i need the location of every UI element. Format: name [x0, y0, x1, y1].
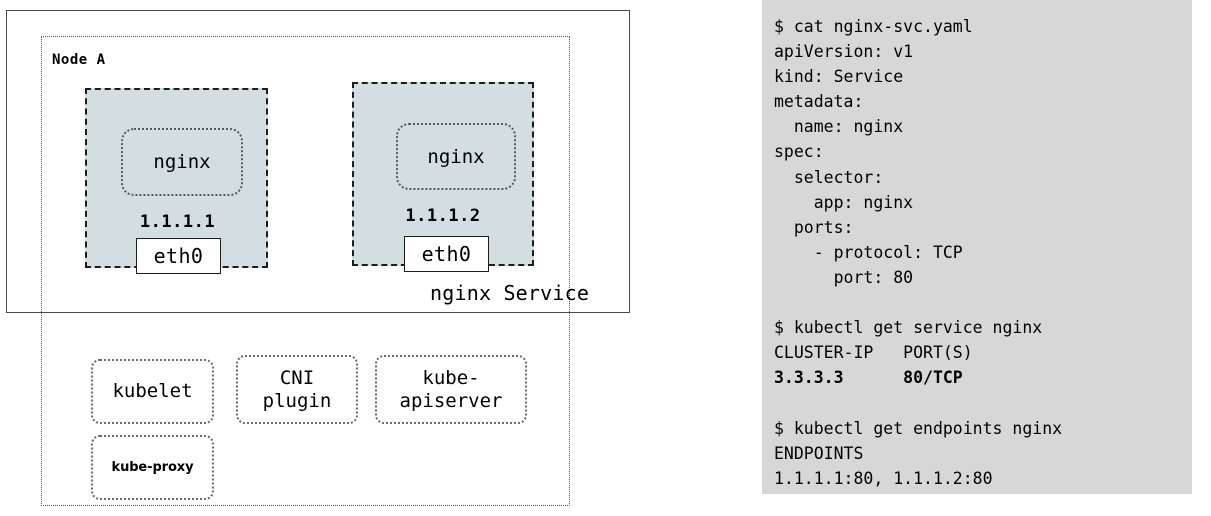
node-boundary: [41, 36, 570, 506]
terminal-line: spec:: [774, 142, 824, 162]
pod-a-container: nginx: [121, 128, 243, 196]
terminal-line: selector:: [774, 167, 884, 187]
pod-a: nginx 1.1.1.1 eth0: [85, 88, 268, 274]
pod-b-eth0-label: eth0: [421, 242, 472, 266]
component-cni-plugin-label: CNI plugin: [262, 367, 332, 412]
terminal-line: CLUSTER-IP PORT(S): [774, 343, 973, 363]
component-cni-plugin: CNI plugin: [236, 355, 358, 424]
terminal-line: $ kubectl get endpoints nginx: [774, 418, 1063, 438]
terminal-line: metadata:: [774, 92, 864, 112]
component-kube-proxy-label: kube-proxy: [111, 459, 194, 475]
terminal-line: $ kubectl get service nginx: [774, 318, 1043, 338]
pod-a-ip-address: 1.1.1.1: [139, 212, 216, 232]
component-kube-apiserver-label: kube- apiserver: [399, 367, 503, 412]
terminal-line: $ cat nginx-svc.yaml: [774, 17, 973, 36]
terminal-line: [774, 390, 1192, 415]
pod-b: nginx 1.1.1.2 eth0: [352, 82, 534, 272]
terminal-line: 3.3.3.3 80/TCP: [774, 368, 963, 388]
terminal-line: ENDPOINTS: [774, 443, 864, 463]
terminal-line: kind: Service: [774, 67, 904, 87]
nginx-service-boundary: [6, 10, 630, 313]
terminal-line: - protocol: TCP: [774, 242, 963, 262]
nginx-service-label: nginx Service: [430, 281, 590, 305]
terminal-output: $ cat nginx-svc.yaml apiVersion: v1 kind: …: [774, 14, 1192, 491]
pod-a-container-label: nginx: [153, 151, 211, 173]
component-kubelet: kubelet: [91, 359, 214, 424]
component-kube-proxy: kube-proxy: [91, 435, 214, 500]
terminal-line: [774, 290, 1192, 315]
terminal-line: name: nginx: [774, 117, 904, 137]
kubernetes-service-diagram: Node A nginx 1.1.1.1 eth0 nginx 1.1.1.2 …: [6, 10, 630, 506]
pod-b-container-label: nginx: [427, 145, 485, 168]
terminal-line: port: 80: [774, 267, 914, 287]
terminal-line: app: nginx: [774, 192, 914, 212]
pod-b-container: nginx: [396, 123, 516, 190]
pod-a-eth0-label: eth0: [153, 244, 204, 268]
terminal-line: ports:: [774, 217, 854, 237]
pod-b-ip-address: 1.1.1.2: [405, 206, 481, 226]
node-label: Node A: [52, 52, 106, 68]
pod-b-eth0-interface: eth0: [404, 236, 489, 272]
component-kubelet-label: kubelet: [112, 380, 193, 403]
terminal-line: apiVersion: v1: [774, 42, 914, 62]
terminal-panel: $ cat nginx-svc.yaml apiVersion: v1 kind: …: [762, 0, 1192, 494]
pod-a-eth0-interface: eth0: [136, 238, 221, 274]
component-kube-apiserver: kube- apiserver: [375, 355, 527, 424]
terminal-line: 1.1.1.1:80, 1.1.1.2:80: [774, 468, 993, 488]
